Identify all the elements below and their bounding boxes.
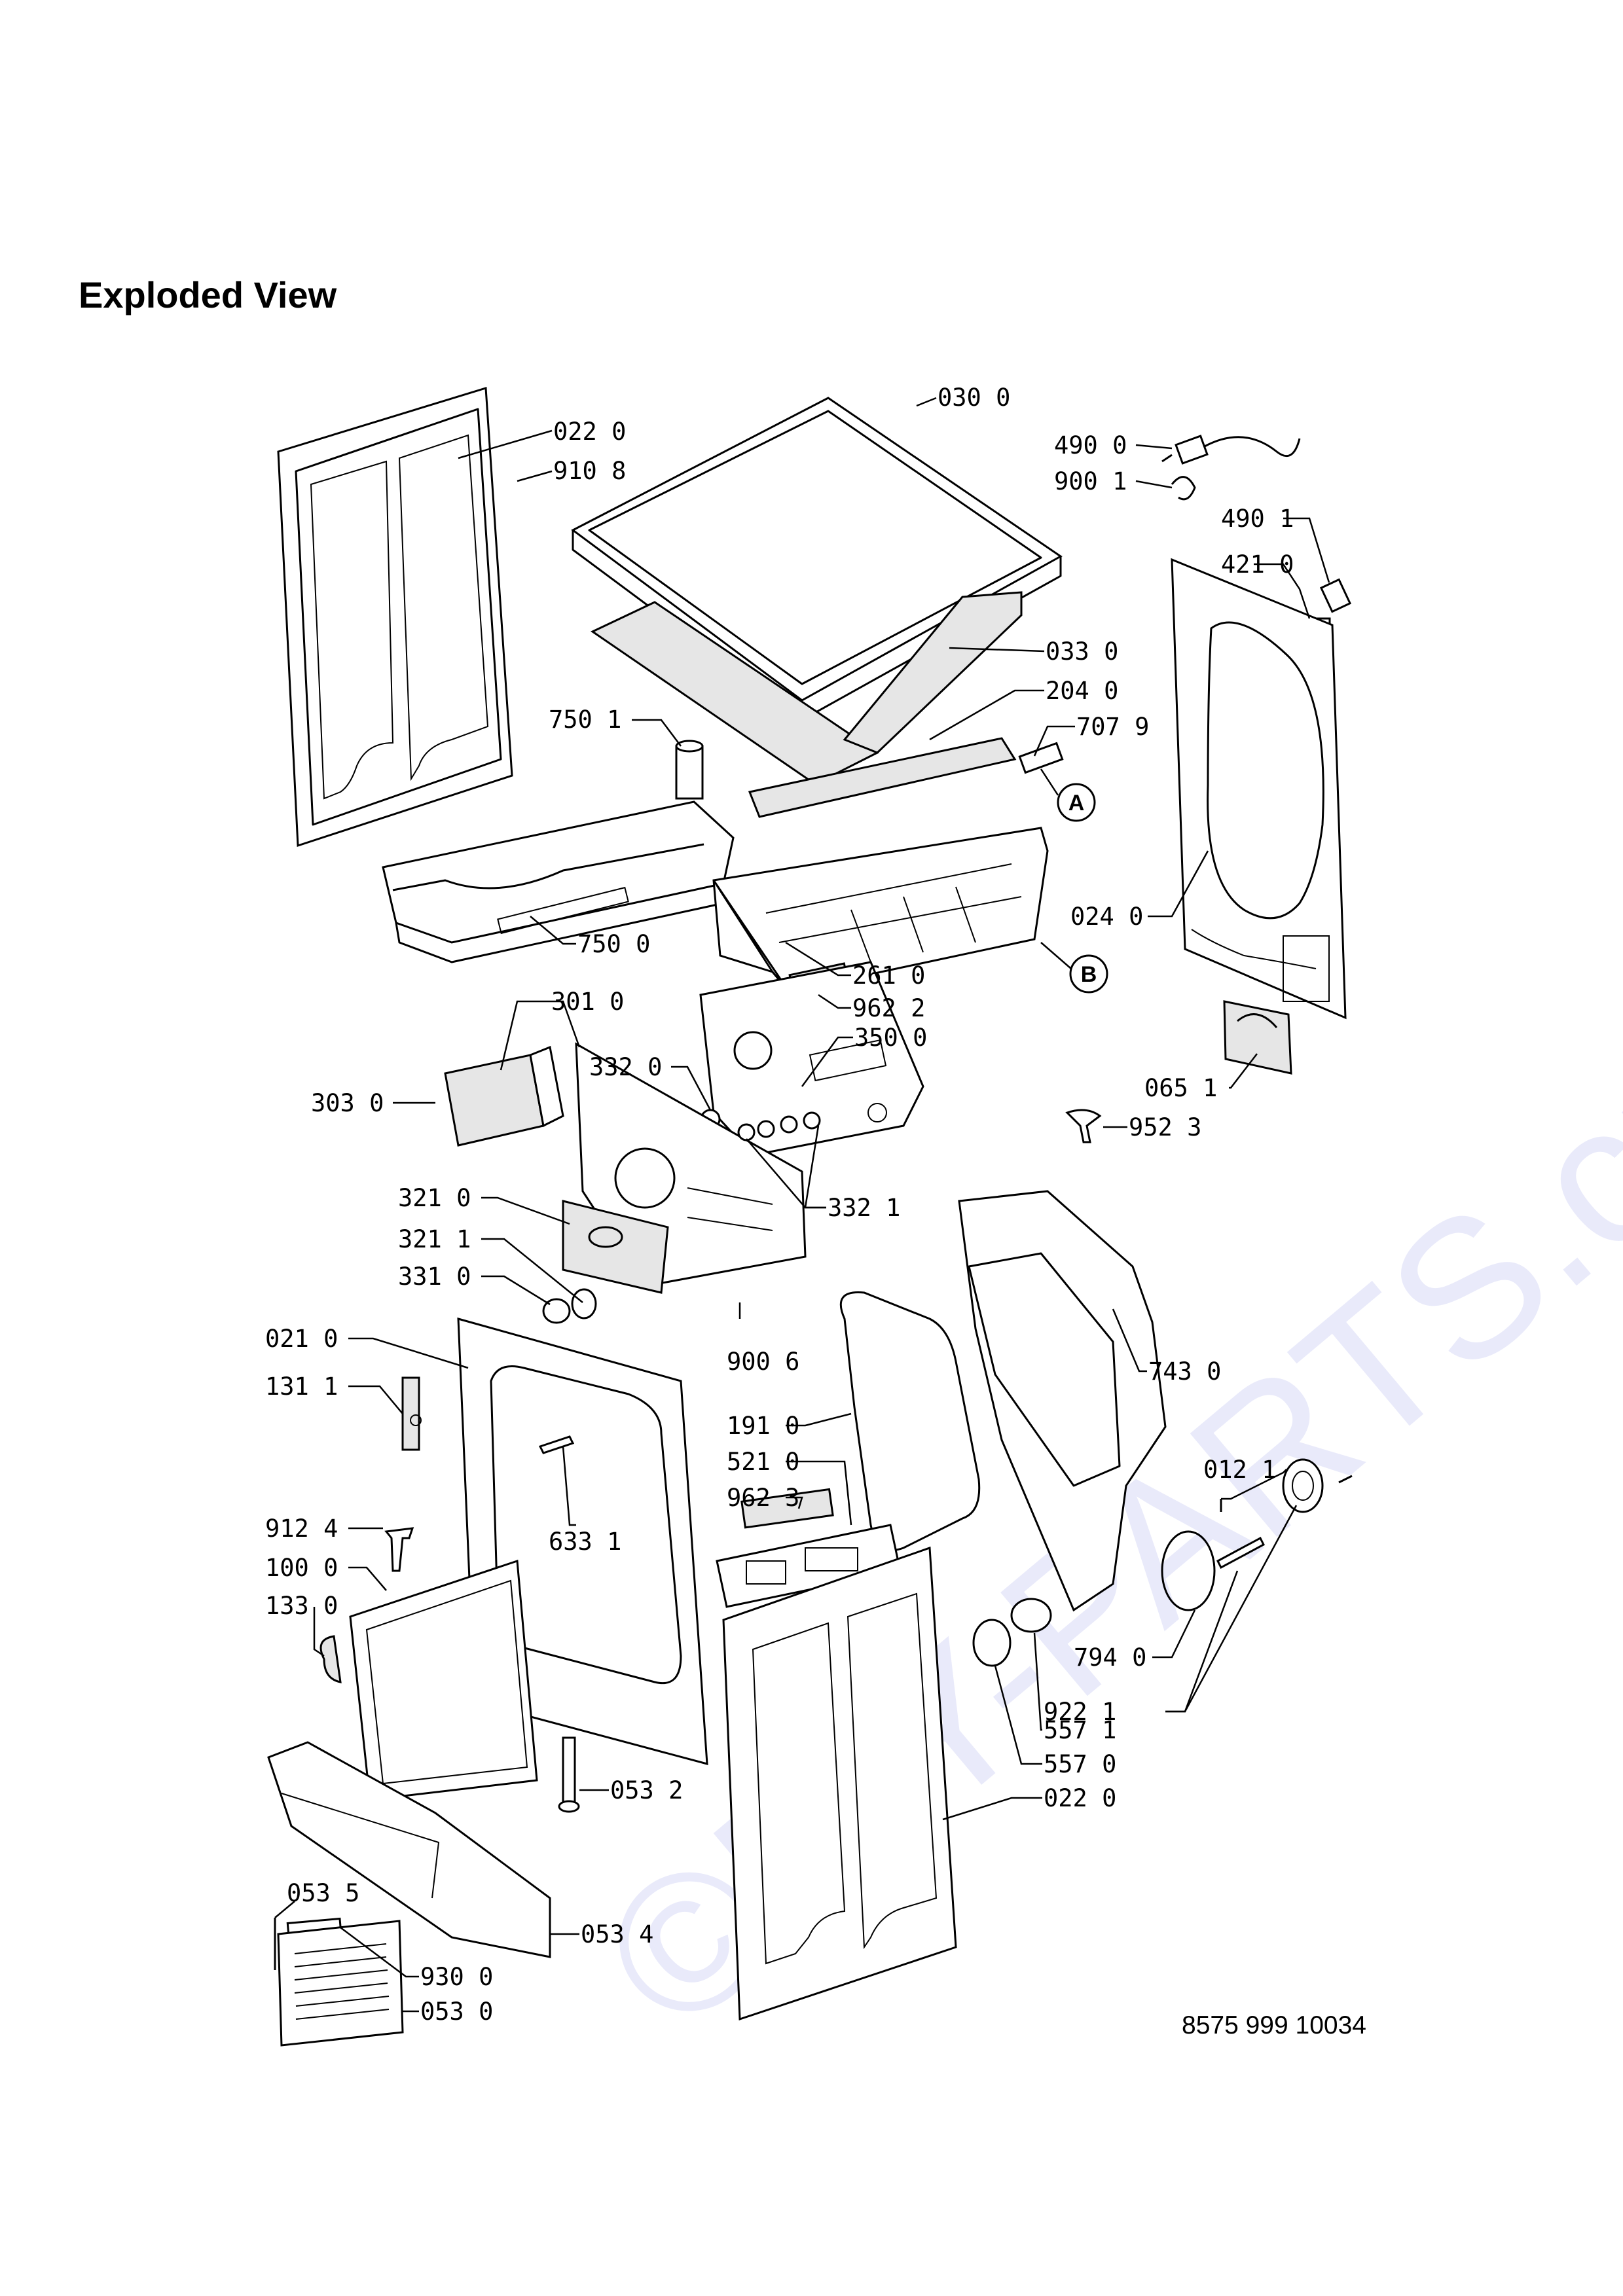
service-cover [1223, 1000, 1292, 1075]
document-number: 8575 999 10034 [1182, 2011, 1366, 2039]
part-label: 022 0 [1044, 1784, 1116, 1812]
part-label: 022 0 [553, 418, 626, 446]
part-label: 131 1 [265, 1372, 338, 1401]
door-gasket [839, 1291, 981, 1551]
part-label: 204 0 [1046, 677, 1118, 705]
plinth-frame [267, 1741, 551, 1958]
ring-331-0 [542, 1288, 597, 1324]
panel-trim [562, 1200, 669, 1294]
part-label: 794 0 [1074, 1643, 1146, 1672]
air-duct [712, 827, 1049, 993]
part-label: 750 1 [549, 706, 621, 734]
part-label: 557 1 [1044, 1716, 1116, 1744]
dispenser-drawer [444, 1045, 564, 1147]
part-label: 930 0 [420, 1963, 493, 1991]
part-label: 053 4 [581, 1920, 653, 1948]
inner-door-panel [349, 1559, 538, 1801]
part-label: 331 0 [398, 1263, 471, 1291]
side-panel-right [722, 1546, 957, 2021]
part-label: 053 0 [420, 1998, 493, 2026]
screw-912-4 [384, 1527, 414, 1572]
container-housing [382, 800, 735, 963]
part-label: 332 1 [828, 1194, 900, 1222]
part-label: 301 0 [551, 988, 624, 1016]
part-label: 900 6 [727, 1348, 799, 1376]
part-label: 133 0 [265, 1592, 338, 1620]
part-label: 321 0 [398, 1184, 471, 1212]
callout-b: B [1040, 942, 1108, 994]
part-label: 332 0 [589, 1053, 662, 1081]
label-962-3 [740, 1488, 834, 1529]
screw-952-3 [1065, 1109, 1102, 1143]
latch-pin [538, 1435, 575, 1454]
leader-lines [274, 397, 1330, 2013]
part-label: 962 3 [727, 1484, 799, 1512]
rear-panel [1171, 558, 1347, 1020]
fan-assembly [1220, 1458, 1353, 1513]
part-label: 707 9 [1076, 713, 1149, 741]
part-label: 033 0 [1046, 637, 1118, 666]
top-liner [590, 591, 1023, 785]
part-label: 421 0 [1221, 550, 1294, 579]
belt-ring [1161, 1530, 1216, 1611]
part-label: 012 1 [1203, 1456, 1276, 1484]
part-label: 922 1 [1044, 1698, 1116, 1726]
part-labels: 022 0 910 8 030 0 490 0 900 1 490 1 421 … [265, 384, 1294, 2026]
part-label: 100 0 [265, 1554, 338, 1582]
part-label: 962 2 [852, 994, 925, 1022]
part-label: 900 1 [1054, 467, 1127, 495]
part-label: 912 4 [265, 1515, 338, 1543]
cord-clip [1171, 476, 1196, 501]
part-label: 053 2 [610, 1776, 683, 1804]
part-label: 321 1 [398, 1225, 471, 1253]
callout-a: A [1040, 768, 1096, 822]
part-label: 261 0 [852, 961, 925, 990]
hose-nozzle [675, 740, 704, 800]
hinge [401, 1376, 422, 1451]
part-label: 557 0 [1044, 1750, 1116, 1778]
top-cover [571, 397, 1063, 721]
connector-707 [1018, 742, 1064, 774]
bearings [972, 1598, 1052, 1667]
part-label: 191 0 [727, 1412, 799, 1440]
part-label: 952 3 [1129, 1113, 1201, 1141]
part-label: 030 0 [938, 384, 1010, 412]
svg-text:B: B [1081, 962, 1097, 987]
part-label: 303 0 [311, 1089, 384, 1117]
knob-row-332-1 [737, 1111, 821, 1141]
part-label: 521 0 [727, 1448, 799, 1476]
part-label: 490 1 [1221, 505, 1294, 533]
side-panel-left [277, 387, 513, 848]
part-label: 490 0 [1054, 431, 1127, 459]
shaft [1216, 1536, 1265, 1570]
part-label: 743 0 [1148, 1357, 1221, 1386]
door-handle [319, 1635, 342, 1683]
kick-grille [277, 1920, 404, 2047]
foot-053-2 [558, 1736, 580, 1813]
part-label: 350 0 [854, 1024, 927, 1052]
drum-support [958, 1190, 1167, 1612]
part-label: 633 1 [549, 1528, 621, 1556]
part-label: 750 0 [577, 930, 650, 958]
part-label: 065 1 [1144, 1074, 1217, 1102]
part-label: 053 5 [287, 1879, 359, 1907]
power-cord [1161, 435, 1301, 465]
svg-text:A: A [1068, 791, 1085, 816]
part-label: 021 0 [265, 1325, 338, 1353]
part-label: 910 8 [553, 457, 626, 485]
part-label: 024 0 [1070, 903, 1143, 931]
page-title: Exploded View [79, 274, 337, 315]
top-strip [748, 737, 1017, 818]
